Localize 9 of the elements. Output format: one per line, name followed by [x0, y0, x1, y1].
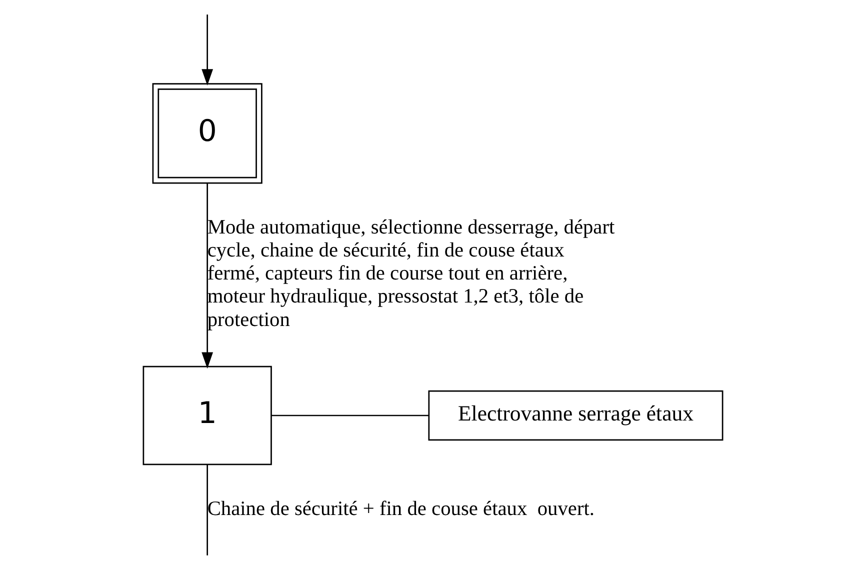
node-box: 0	[152, 83, 262, 184]
edge-label: Chaine de sécurité + fin de couse étaux ouvert.	[206, 498, 594, 520]
node-box: Electrovanne serrage étaux	[428, 390, 723, 441]
arrow	[201, 183, 213, 369]
edge-label: Mode automatique, sélectionne desserrage, départ cycle, chaine de sécurité, fin de couse étaux fermé, capteurs fin de course tout en arrière, moteur hydraulique, pressostat 1,2 et3, tôle de protection	[206, 216, 614, 331]
arrow	[201, 14, 213, 86]
node-box: 1	[142, 366, 272, 466]
connector	[206, 464, 208, 556]
connector	[270, 414, 428, 416]
